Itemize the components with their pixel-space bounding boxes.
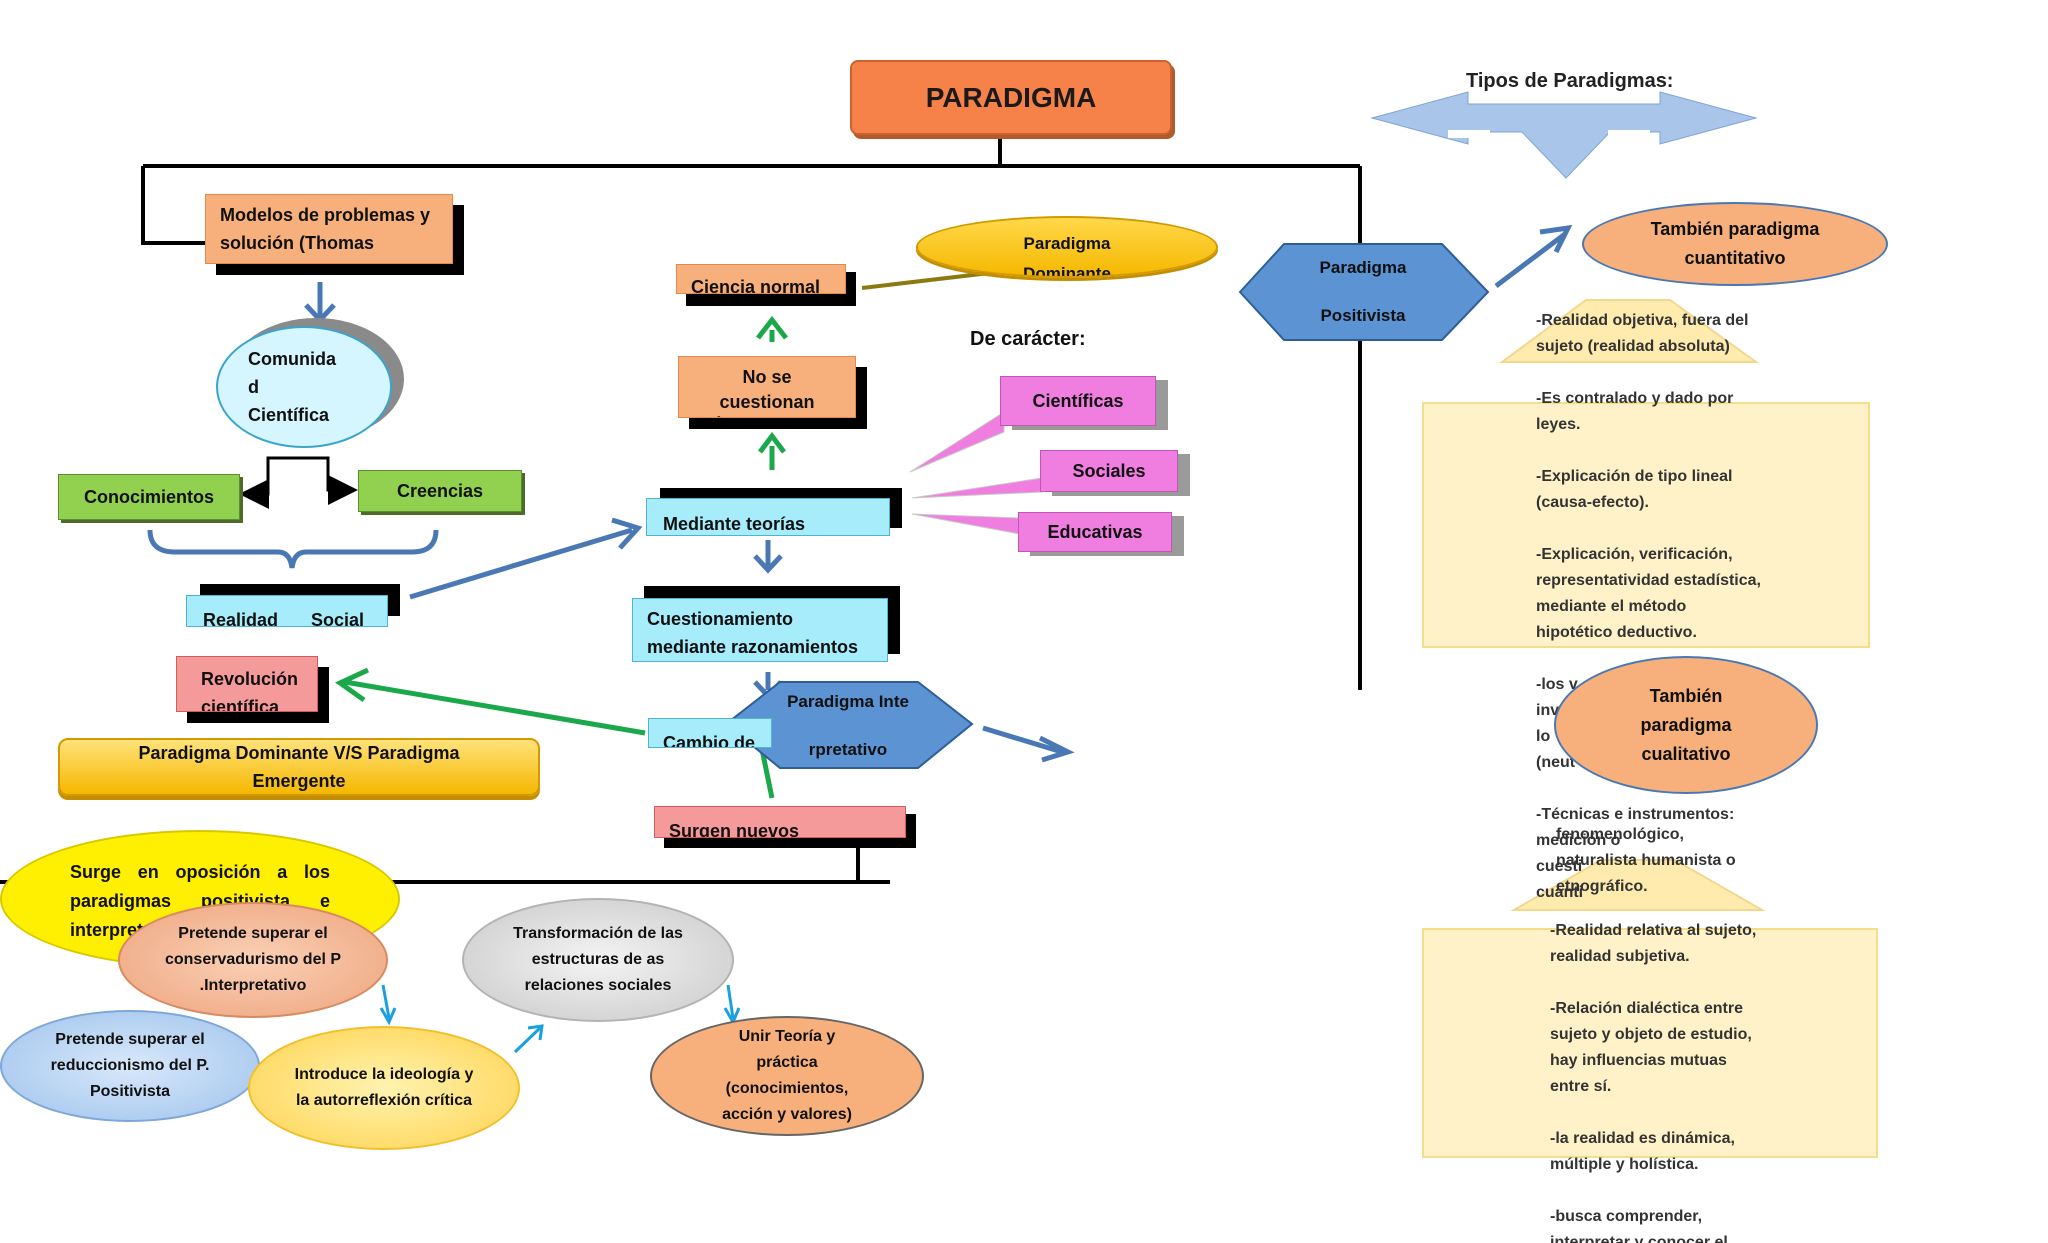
introduce-node: Introduce la ideología y la autorreflexi… bbox=[248, 1026, 520, 1150]
comunidad-node: Comunida d Científica bbox=[216, 326, 392, 448]
surgen-box: Surgen nuevos bbox=[654, 806, 906, 838]
interpretativo-panel bbox=[1422, 928, 1878, 1158]
interpretativo-text-block: -Realidad relativa al sujeto, realidad s… bbox=[1550, 922, 1757, 1243]
transformacion-node: Transformación de las estructuras de as … bbox=[462, 898, 734, 1022]
cientificas-callout: Científicas bbox=[1000, 376, 1156, 426]
modelos-text: Modelos de problemas y solución (Thomas bbox=[220, 205, 431, 253]
conservadurismo-text: Pretende superar el conservadurismo del … bbox=[164, 925, 342, 994]
conservadurismo-node: Pretende superar el conservadurismo del … bbox=[118, 902, 388, 1018]
modelos-box: Modelos de problemas y solución (Thomas bbox=[205, 194, 453, 264]
tipos-title: Tipos de Paradigmas: bbox=[1466, 70, 1674, 92]
title-box: PARADIGMA bbox=[850, 60, 1172, 135]
cambio-box: Cambio de bbox=[648, 718, 772, 748]
unir-text: Unir Teoría y práctica (conocimientos, a… bbox=[722, 1028, 852, 1123]
ciencia-normal-box: Ciencia normal bbox=[676, 264, 846, 294]
no-cuestionan-box: No se cuestionan (Única verdad) bbox=[678, 356, 856, 418]
creencias-text: Creencias bbox=[396, 480, 484, 501]
positivista-text-block: -Realidad objetiva, fuera del sujeto (re… bbox=[1536, 312, 1761, 901]
reduccionismo-text: Pretende superar el reduccionismo del P.… bbox=[50, 1031, 210, 1100]
interpretativo-node: Paradigma Interpretativo bbox=[786, 678, 910, 774]
positivista-text: Paradigma Positivista bbox=[1319, 258, 1407, 325]
tipos-arrow bbox=[1370, 91, 1758, 179]
surgen-text: Surgen nuevos bbox=[669, 821, 800, 838]
cambio-text: Cambio de bbox=[663, 733, 756, 748]
realidad-text: Realidad Social bbox=[203, 610, 365, 627]
mediante-text: Mediante teorías bbox=[663, 514, 806, 534]
revolucion-box: Revolución científica bbox=[176, 656, 318, 712]
cualitativo-node: También paradigma cualitativo bbox=[1554, 656, 1818, 794]
de-caracter-label: De carácter: bbox=[970, 328, 1086, 350]
revolucion-text: Revolución científica bbox=[201, 669, 299, 712]
cuestionamiento-text: Cuestionamiento mediante razonamientos bbox=[647, 609, 859, 657]
sociales-callout: Sociales bbox=[1040, 450, 1178, 492]
educativas-text: Educativas bbox=[1047, 521, 1143, 542]
mediante-box: Mediante teorías bbox=[646, 498, 890, 536]
tecnicas-overlay: fenomenológico, naturalista humanista o … bbox=[1556, 826, 1736, 895]
cientificas-text: Científicas bbox=[1032, 390, 1124, 411]
split-connector bbox=[243, 456, 352, 494]
unir-node: Unir Teoría y práctica (conocimientos, a… bbox=[650, 1016, 924, 1136]
no-cuestionan-text: No se cuestionan (Única verdad) bbox=[719, 367, 815, 412]
positivista-node: Paradigma Positivista bbox=[1298, 248, 1428, 336]
interpretativo-text: Paradigma Interpretativo bbox=[787, 692, 909, 759]
dominante-text: Paradigma Dominante bbox=[1023, 234, 1111, 278]
dominante-vs-text: Paradigma Dominante V/S Paradigma Emerge… bbox=[138, 743, 460, 791]
realidad-box: Realidad Social bbox=[186, 595, 388, 627]
transformacion-text: Transformación de las estructuras de as … bbox=[513, 925, 683, 994]
cualitativo-text: También paradigma cualitativo bbox=[1640, 685, 1732, 764]
bracket bbox=[147, 529, 439, 569]
educativas-callout: Educativas bbox=[1018, 512, 1172, 552]
cuantitativo-node: También paradigma cuantitativo bbox=[1582, 202, 1888, 286]
introduce-text: Introduce la ideología y la autorreflexi… bbox=[294, 1066, 474, 1109]
sociales-text: Sociales bbox=[1072, 460, 1146, 481]
positivista-panel bbox=[1422, 402, 1870, 648]
cuantitativo-text: También paradigma cuantitativo bbox=[1650, 219, 1820, 268]
dominante-node: Paradigma Dominante bbox=[916, 216, 1218, 278]
conocimientos-text: Conocimientos bbox=[83, 486, 214, 507]
cuestionamiento-box: Cuestionamiento mediante razonamientos bbox=[632, 598, 888, 662]
creencias-box: Creencias bbox=[358, 470, 522, 512]
page-title: PARADIGMA bbox=[925, 81, 1097, 113]
comunidad-text: Comunida d Científica bbox=[248, 349, 336, 425]
conocimientos-box: Conocimientos bbox=[58, 474, 240, 520]
ciencia-normal-text: Ciencia normal bbox=[691, 277, 821, 294]
reduccionismo-node: Pretende superar el reduccionismo del P.… bbox=[0, 1010, 260, 1122]
dominante-vs-box: Paradigma Dominante V/S Paradigma Emerge… bbox=[58, 738, 540, 796]
